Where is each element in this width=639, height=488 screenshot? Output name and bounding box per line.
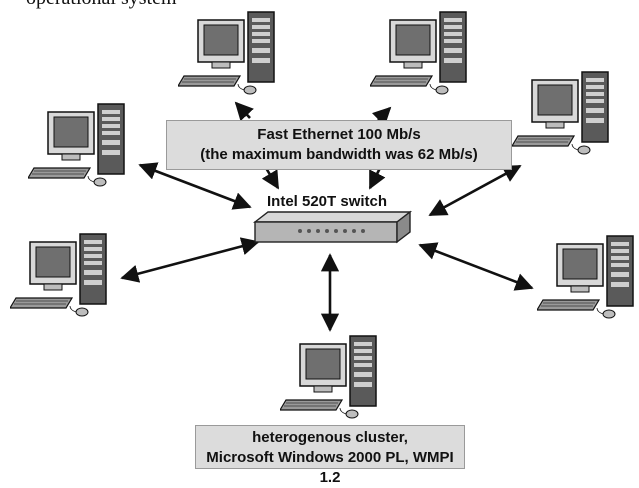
link-arrow-top-center-switch <box>368 167 386 190</box>
cluster-type-label: heterogenous cluster, <box>252 429 408 446</box>
network-diagram <box>120 101 534 332</box>
link-arrow-mid-left <box>120 237 260 283</box>
network-info-box: Fast Ethernet 100 Mb/s (the maximum band… <box>166 120 512 170</box>
link-arrow-top-right <box>428 164 522 217</box>
link-arrow-upper-left <box>138 162 252 210</box>
switch-port <box>334 229 338 233</box>
switch-port <box>352 229 356 233</box>
switch-port <box>307 229 311 233</box>
switch-port <box>298 229 302 233</box>
header-text: operational system <box>26 0 177 10</box>
computer-icon <box>177 10 288 100</box>
switch-port <box>343 229 347 233</box>
computer-icon <box>9 232 120 322</box>
computer-icon <box>536 234 639 324</box>
cluster-info-box: heterogenous cluster, Microsoft Windows … <box>195 425 465 486</box>
computer-icon <box>511 70 622 160</box>
switch-port <box>361 229 365 233</box>
network-type-label: Fast Ethernet 100 Mb/s <box>257 126 421 143</box>
computer-icon <box>27 102 138 192</box>
switch-label: Intel 520T switch <box>267 193 388 210</box>
switch-port <box>325 229 329 233</box>
link-arrow-mid-right <box>418 242 534 291</box>
bandwidth-label: (the maximum bandwidth was 62 Mb/s) <box>200 146 478 163</box>
computer-icon <box>279 334 390 424</box>
switch-port <box>316 229 320 233</box>
cluster-os-label: Microsoft Windows 2000 PL, WMPI 1.2 <box>206 449 454 486</box>
computer-icon <box>369 10 480 100</box>
link-arrow-top-center <box>371 106 392 127</box>
link-arrow-top-left <box>234 101 254 122</box>
link-arrow-top-left-switch <box>261 167 280 190</box>
network-switch <box>252 210 413 244</box>
